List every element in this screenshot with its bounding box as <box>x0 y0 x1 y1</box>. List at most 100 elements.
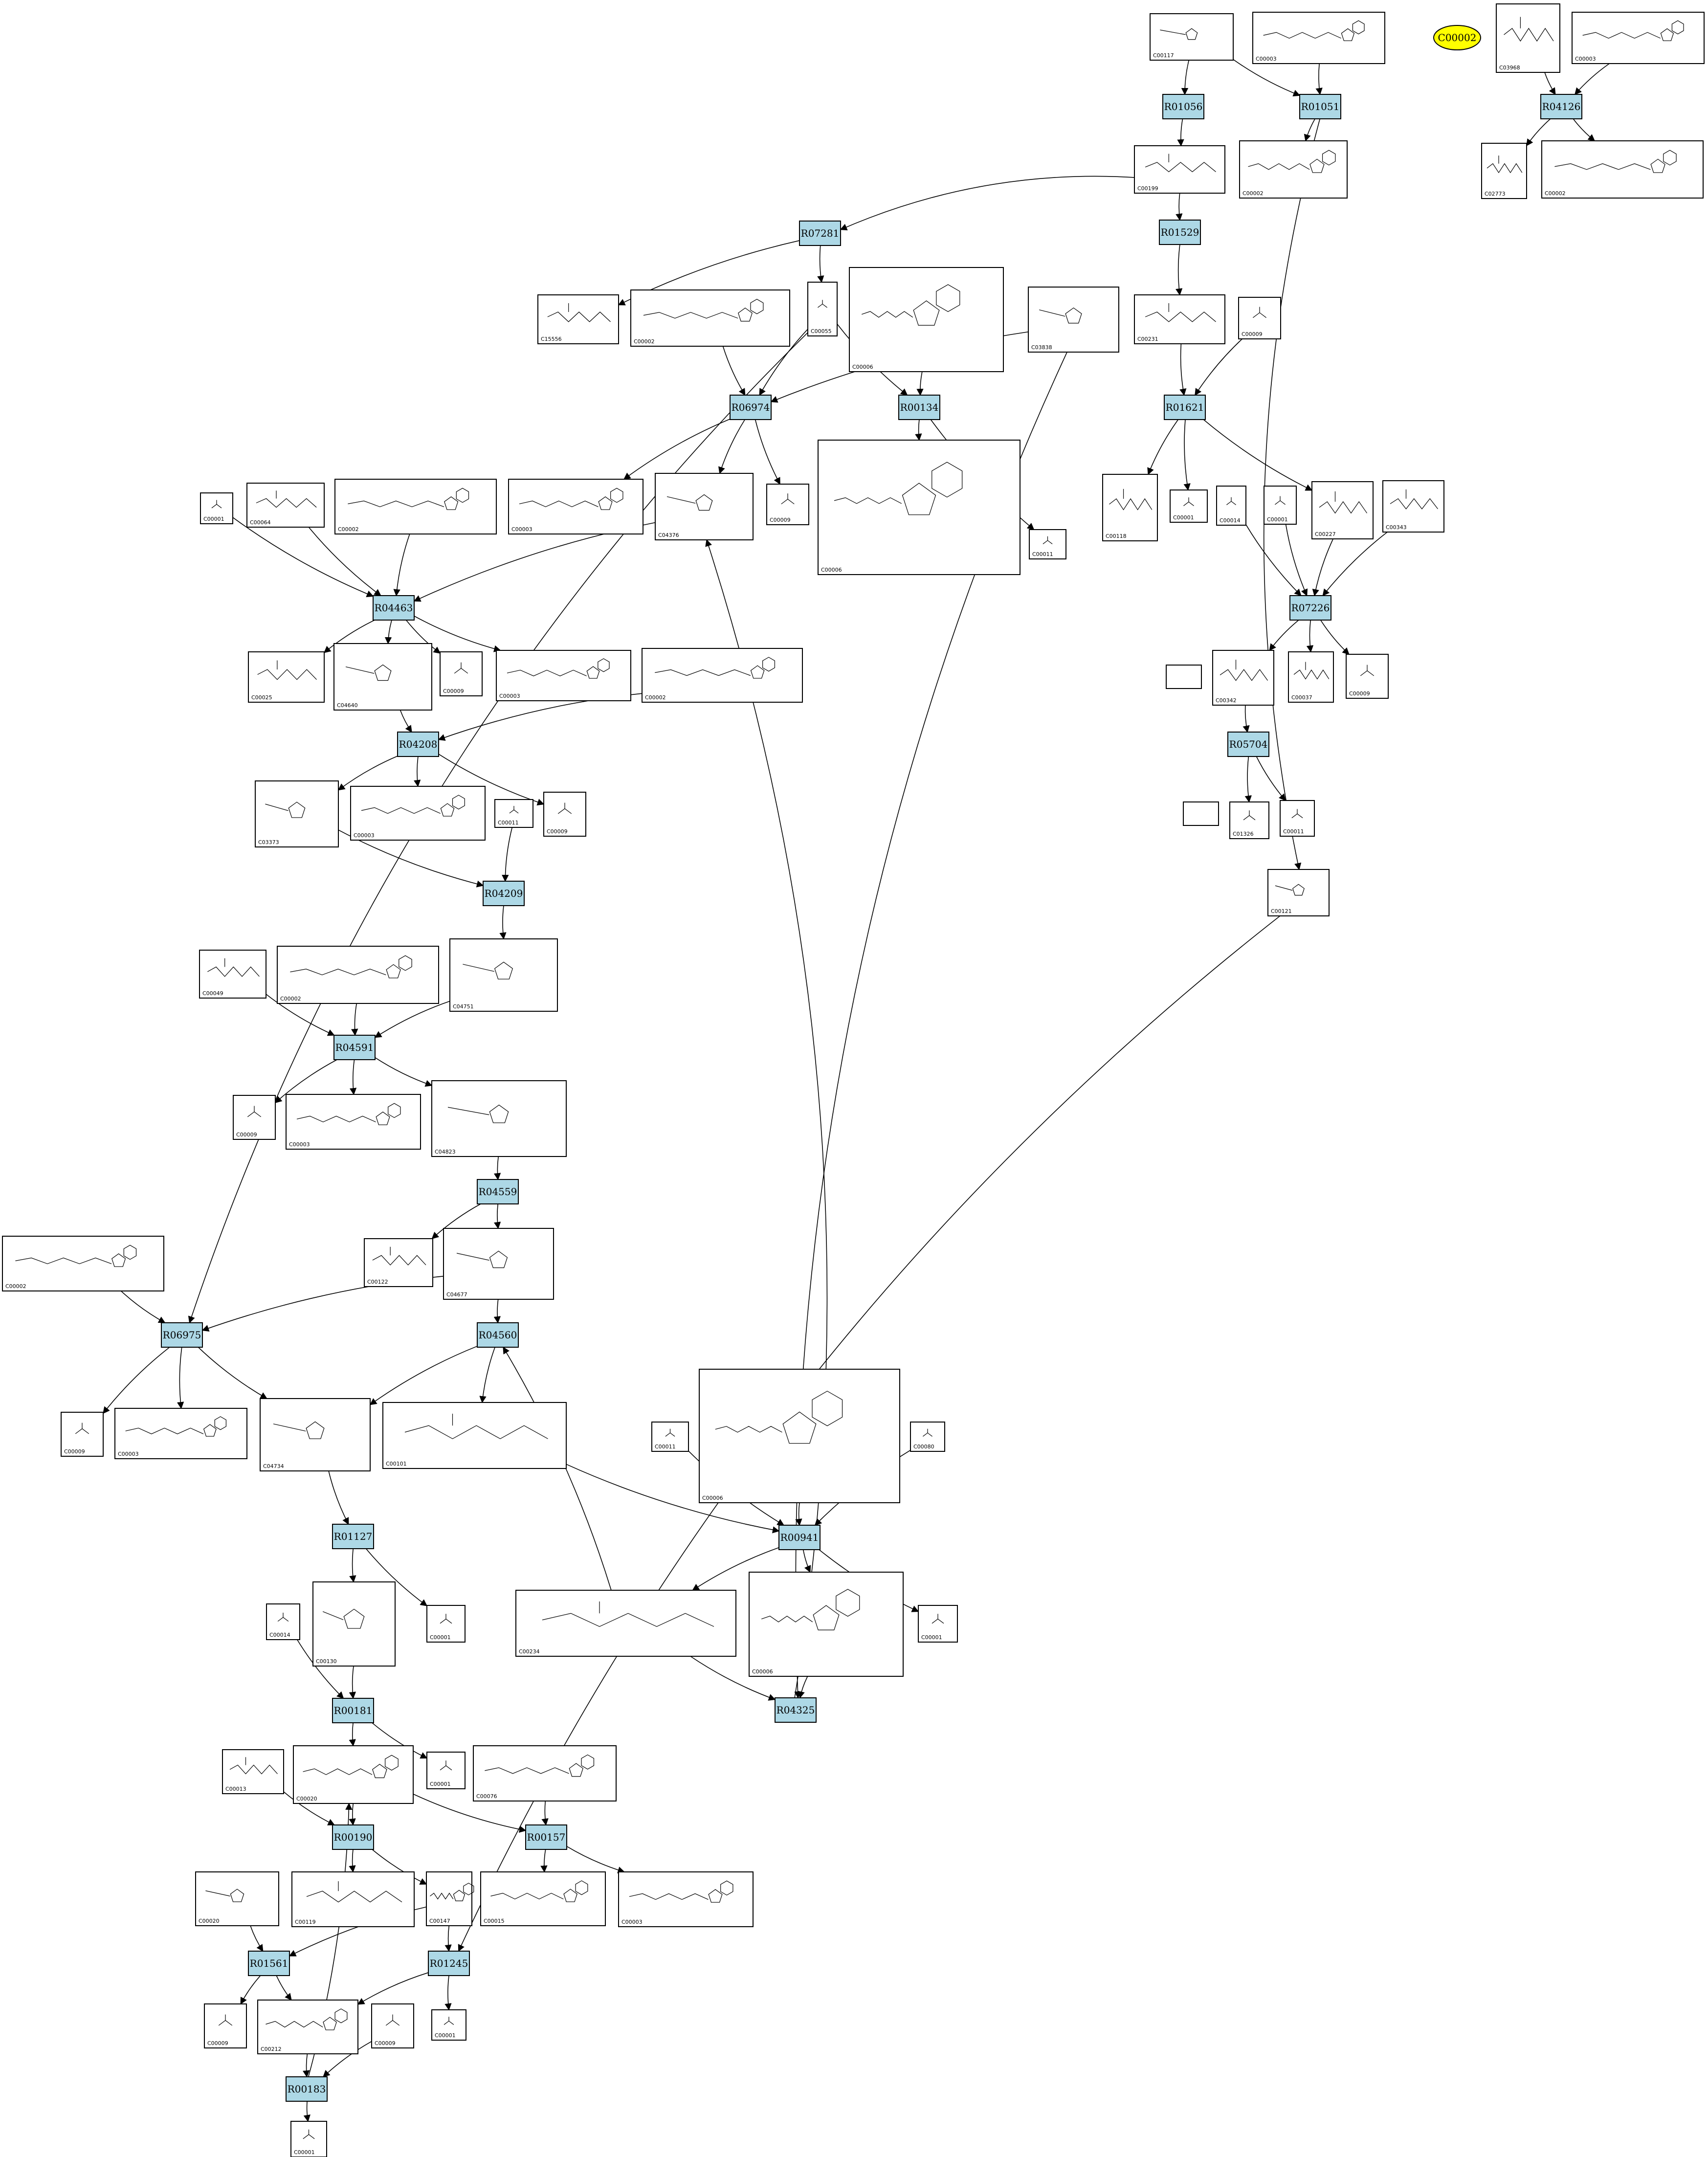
reaction-node[interactable]: R06975 <box>161 1322 203 1348</box>
compound-node[interactable]: C00101 <box>382 1402 567 1469</box>
compound-node[interactable]: C00080 <box>910 1422 945 1452</box>
compound-node[interactable]: C00020 <box>293 1745 414 1804</box>
reaction-node[interactable]: R04560 <box>477 1322 519 1348</box>
compound-node[interactable]: C15556 <box>537 294 619 344</box>
compound-node[interactable]: C00234 <box>515 1590 736 1657</box>
empty-compound-node[interactable] <box>1183 801 1219 826</box>
compound-node[interactable]: C00009 <box>204 2003 247 2048</box>
compound-node[interactable]: C00002 <box>630 289 790 347</box>
compound-node[interactable]: C00147 <box>426 1871 474 1926</box>
compound-node[interactable]: C00055 <box>807 282 838 336</box>
compound-node[interactable]: C00003 <box>350 786 486 841</box>
compound-node[interactable]: C00003 <box>286 1094 421 1150</box>
compound-node[interactable]: C00002 <box>334 479 497 534</box>
reaction-node[interactable]: R05704 <box>1227 732 1269 757</box>
compound-node[interactable]: C03373 <box>255 780 339 847</box>
compound-node[interactable]: C04734 <box>260 1398 371 1471</box>
compound-node[interactable]: C00001 <box>1264 486 1297 525</box>
legend-ellipse[interactable]: C00002 <box>1433 25 1481 50</box>
compound-node[interactable]: C00003 <box>114 1408 247 1459</box>
reaction-node[interactable]: R00190 <box>332 1824 374 1850</box>
compound-node[interactable]: C00001 <box>918 1605 958 1643</box>
compound-node[interactable]: C00003 <box>508 479 643 534</box>
reaction-node[interactable]: R00134 <box>898 395 940 420</box>
reaction-node[interactable]: R07226 <box>1289 595 1331 621</box>
compound-node[interactable]: C00009 <box>61 1412 104 1457</box>
compound-node[interactable]: C04677 <box>443 1228 554 1300</box>
compound-node[interactable]: C00343 <box>1382 480 1444 533</box>
compound-node[interactable]: C00009 <box>233 1095 276 1140</box>
compound-node[interactable]: C00076 <box>473 1745 617 1801</box>
compound-node[interactable]: C00001 <box>431 2009 466 2041</box>
compound-node[interactable]: C00049 <box>199 950 266 999</box>
compound-node[interactable]: C03838 <box>1028 287 1119 353</box>
compound-node[interactable]: C00001 <box>1170 489 1208 523</box>
compound-node[interactable]: C00002 <box>1239 140 1348 199</box>
compound-node[interactable]: C00011 <box>1280 800 1315 837</box>
compound-node[interactable]: C04823 <box>431 1080 567 1157</box>
compound-node[interactable]: C00227 <box>1311 481 1374 539</box>
compound-node[interactable]: C00015 <box>480 1871 606 1926</box>
empty-compound-node[interactable] <box>1166 665 1202 689</box>
compound-node[interactable]: C00003 <box>1572 12 1705 64</box>
compound-node[interactable]: C00009 <box>766 484 809 525</box>
compound-node[interactable]: C02773 <box>1481 143 1527 199</box>
compound-node[interactable]: C00037 <box>1288 651 1334 703</box>
compound-node[interactable]: C00011 <box>651 1422 689 1452</box>
reaction-node[interactable]: R04325 <box>775 1697 817 1723</box>
reaction-node[interactable]: R01051 <box>1299 94 1341 119</box>
reaction-node[interactable]: R00181 <box>332 1698 374 1723</box>
compound-node[interactable]: C00117 <box>1150 13 1234 61</box>
compound-node[interactable]: C04640 <box>333 643 432 711</box>
compound-node[interactable]: C00002 <box>2 1236 164 1291</box>
reaction-node[interactable]: R04208 <box>397 732 439 757</box>
compound-node[interactable]: C00003 <box>618 1871 754 1927</box>
reaction-node[interactable]: R00157 <box>525 1824 567 1850</box>
compound-node[interactable]: C00002 <box>277 946 439 1004</box>
compound-node[interactable]: C00118 <box>1102 474 1158 541</box>
compound-node[interactable]: C00121 <box>1267 869 1330 916</box>
reaction-node[interactable]: R01621 <box>1164 395 1206 420</box>
compound-node[interactable]: C00009 <box>1238 297 1281 339</box>
reaction-node[interactable]: R04463 <box>373 595 415 621</box>
compound-node[interactable]: C00011 <box>494 799 533 828</box>
reaction-node[interactable]: R01056 <box>1162 94 1204 119</box>
compound-node[interactable]: C00014 <box>266 1603 300 1640</box>
compound-node[interactable]: C00002 <box>642 648 803 703</box>
compound-node[interactable]: C00006 <box>749 1572 904 1677</box>
compound-node[interactable]: C00011 <box>1029 529 1066 559</box>
compound-node[interactable]: C00212 <box>257 2000 358 2054</box>
reaction-node[interactable]: R04209 <box>483 881 525 906</box>
reaction-node[interactable]: R01529 <box>1159 220 1201 245</box>
compound-node[interactable]: C00001 <box>426 1752 466 1789</box>
compound-node[interactable]: C03968 <box>1496 3 1560 73</box>
reaction-node[interactable]: R00941 <box>778 1525 821 1550</box>
compound-node[interactable]: C00009 <box>371 2003 414 2048</box>
reaction-node[interactable]: R04126 <box>1540 94 1582 119</box>
compound-node[interactable]: C00199 <box>1134 145 1225 194</box>
compound-node[interactable]: C00013 <box>222 1749 284 1794</box>
reaction-node[interactable]: R04591 <box>333 1035 376 1060</box>
compound-node[interactable]: C00130 <box>312 1581 396 1667</box>
compound-node[interactable]: C00014 <box>1216 486 1246 526</box>
compound-node[interactable]: C04376 <box>655 473 754 540</box>
compound-node[interactable]: C00001 <box>426 1605 466 1643</box>
compound-node[interactable]: C00009 <box>543 792 586 837</box>
compound-node[interactable]: C00001 <box>290 2121 327 2157</box>
reaction-node[interactable]: R01127 <box>332 1524 374 1549</box>
compound-node[interactable]: C00231 <box>1134 294 1225 344</box>
compound-node[interactable]: C00119 <box>291 1871 415 1927</box>
reaction-node[interactable]: R01245 <box>428 1951 470 1976</box>
compound-node[interactable]: C00006 <box>818 440 1020 575</box>
compound-node[interactable]: C00122 <box>364 1238 433 1287</box>
reaction-node[interactable]: R06974 <box>730 395 772 420</box>
compound-node[interactable]: C00025 <box>248 651 325 703</box>
compound-node[interactable]: C04751 <box>449 938 558 1012</box>
compound-node[interactable]: C00009 <box>440 651 483 696</box>
compound-node[interactable]: C01326 <box>1229 801 1269 839</box>
compound-node[interactable]: C00006 <box>849 267 1004 372</box>
compound-node[interactable]: C00001 <box>200 492 233 524</box>
compound-node[interactable]: C00342 <box>1212 650 1274 706</box>
compound-node[interactable]: C00064 <box>246 483 325 528</box>
compound-node[interactable]: C00006 <box>699 1369 900 1503</box>
